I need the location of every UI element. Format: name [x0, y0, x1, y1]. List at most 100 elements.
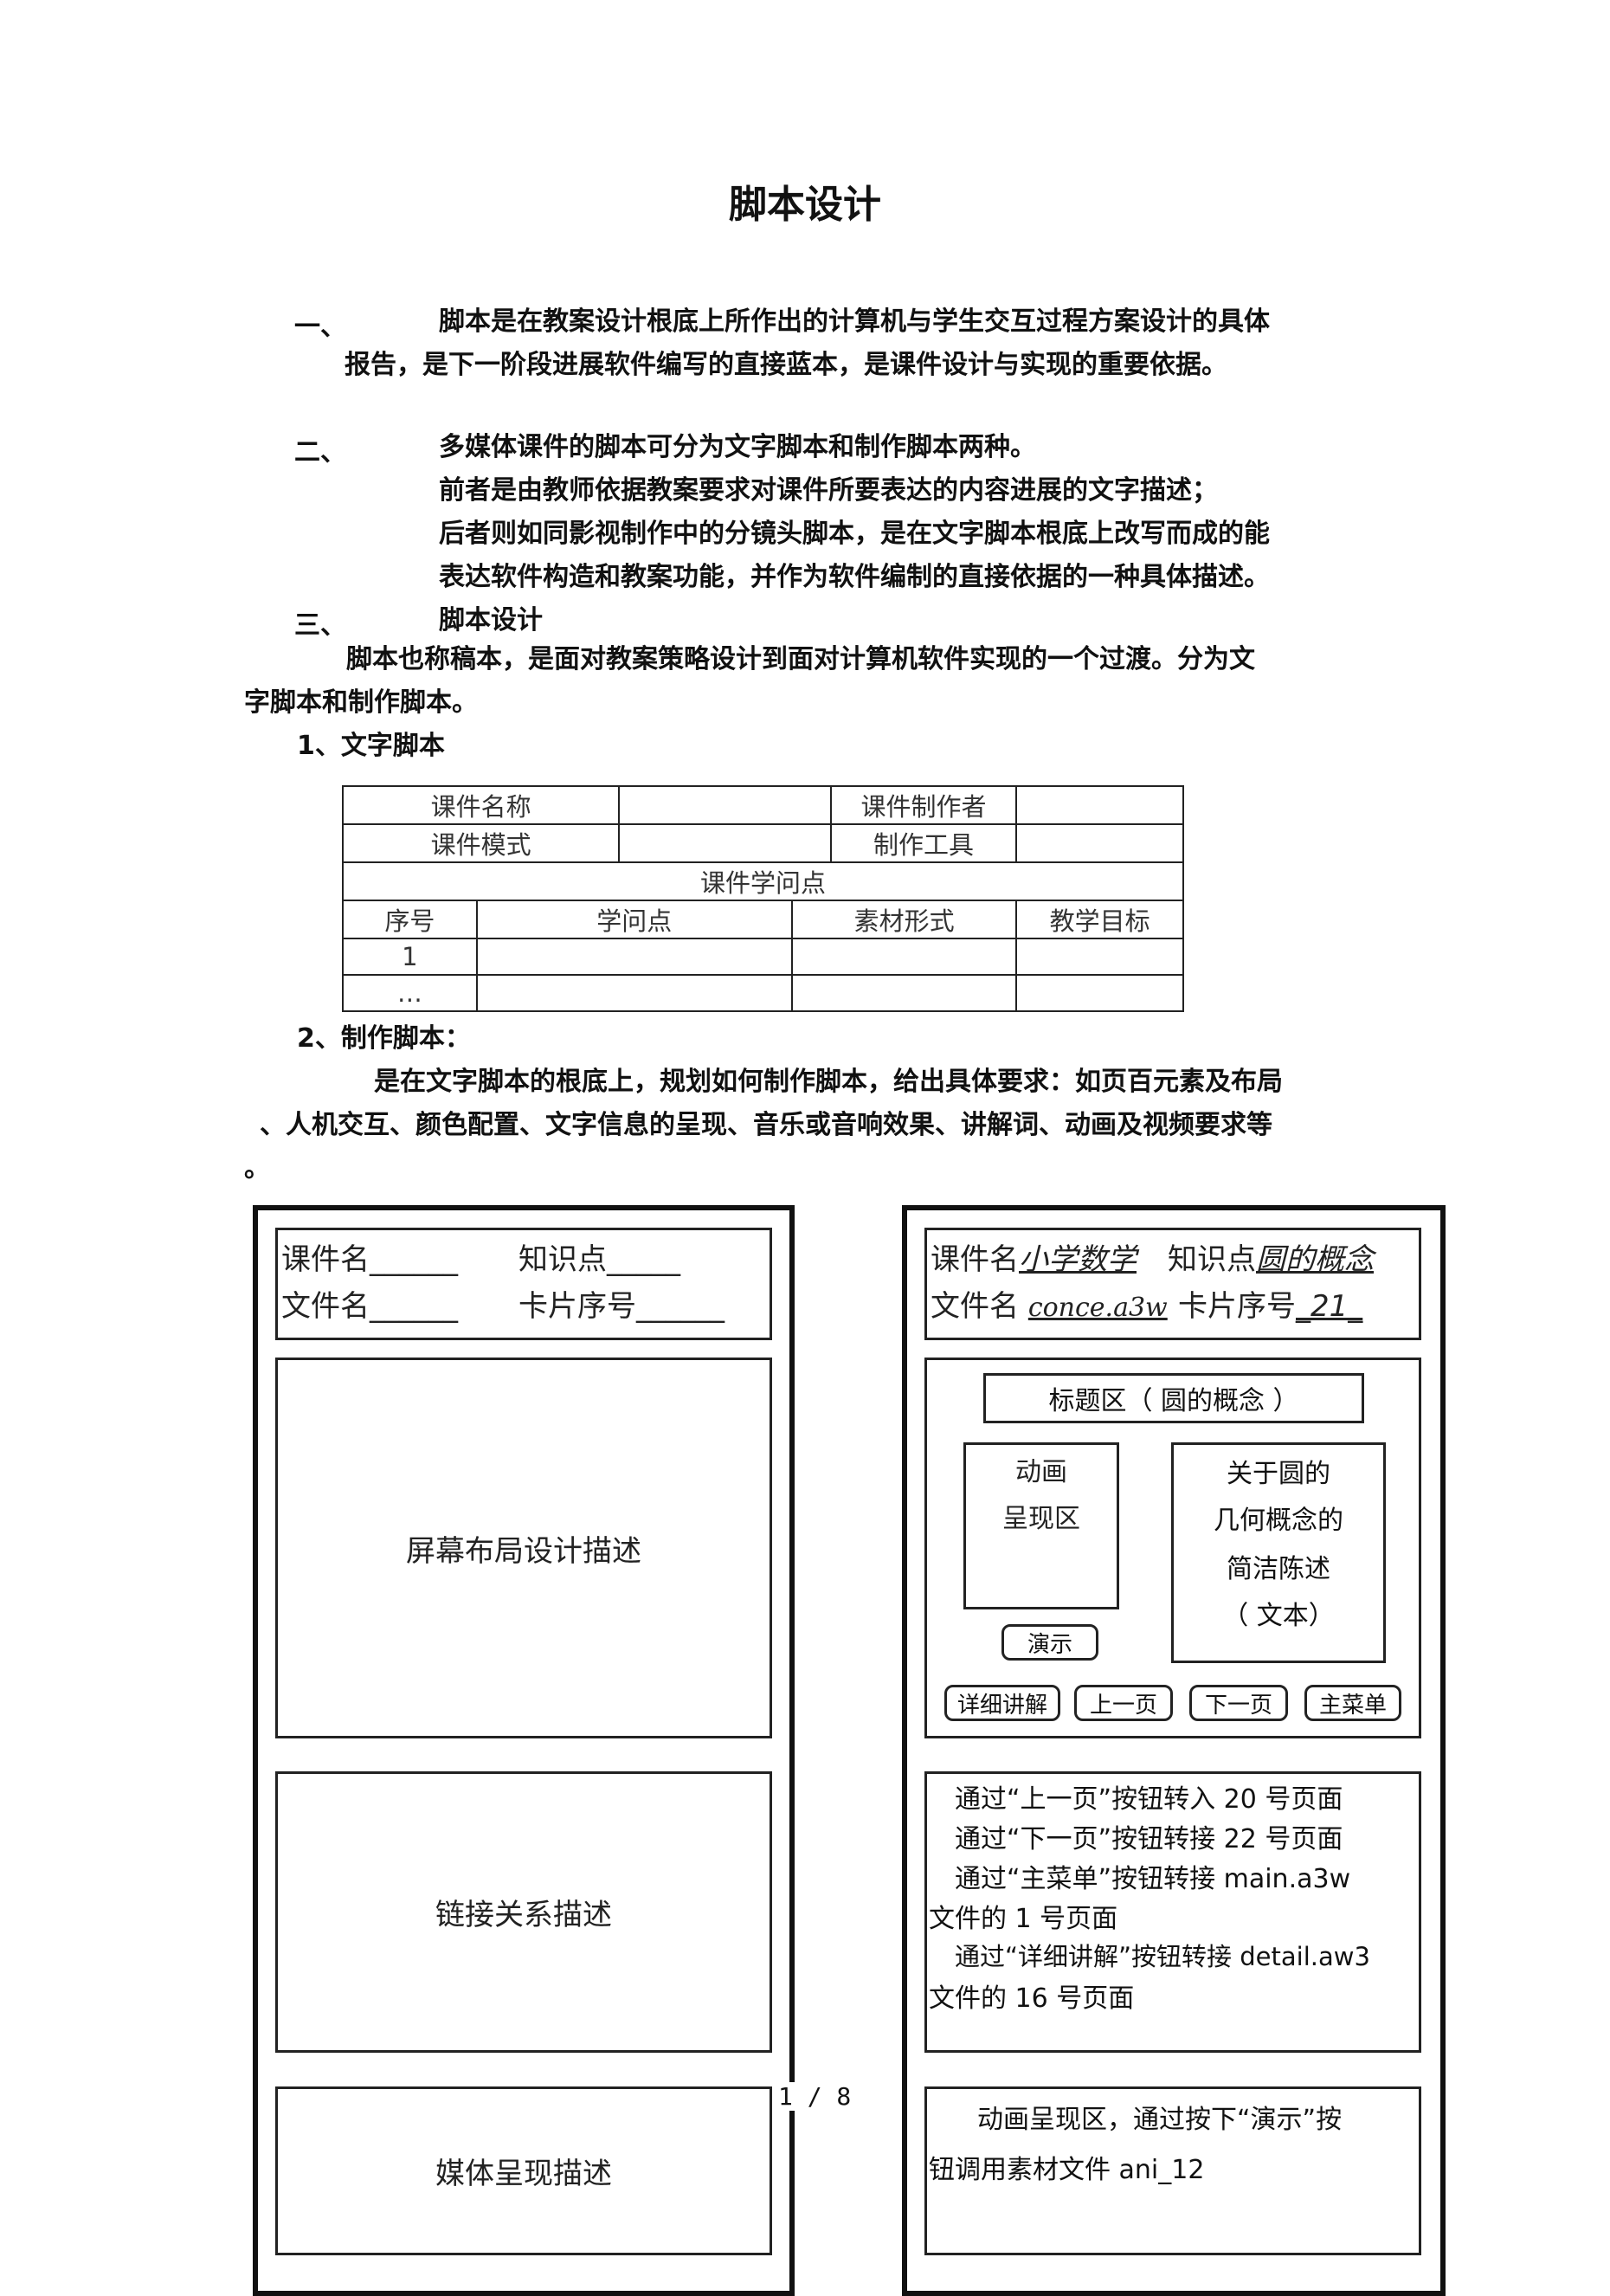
link-line-3: 通过“主菜单”按钮转接 main.a3w [955, 1864, 1351, 1894]
card-number-value: _21_ [1296, 1289, 1363, 1324]
table-cell: 课件模式 [341, 823, 621, 863]
main-menu-button[interactable]: 主菜单 [1304, 1685, 1401, 1721]
page-title: 脚本设计 [0, 173, 1610, 229]
subsection-2-line-3: 。 [244, 1153, 270, 1183]
knowledge-point-value: 圆的概念 [1256, 1242, 1374, 1277]
section-3-title: 脚本设计 [439, 605, 543, 635]
example-script-card: 课件名小学数学 知识点圆的概念 文件名 conce.a3w 卡片序号_21_ 标… [902, 1205, 1446, 2296]
section-3-line-2: 字脚本和制作脚本。 [244, 687, 478, 718]
link-line-2: 通过“下一页”按钮转接 22 号页面 [955, 1824, 1343, 1854]
file-name-label: 文件名______ [281, 1289, 458, 1324]
table-cell [618, 823, 832, 863]
table-cell [475, 974, 793, 1012]
link-description-text: 链接关系描述 [435, 1898, 612, 1932]
previous-page-button-label: 上一页 [1089, 1692, 1157, 1719]
next-page-button-label: 下一页 [1204, 1692, 1272, 1719]
demo-button[interactable]: 演示 [1001, 1624, 1098, 1661]
table-row: 课件学问点 [342, 861, 1184, 901]
link-line-6: 文件的 16 号页面 [929, 1983, 1135, 2014]
table-cell: 课件名称 [341, 785, 621, 825]
table-cell [1015, 938, 1184, 976]
table-cell [1015, 823, 1184, 863]
section-2-number: 二、 [294, 437, 346, 468]
previous-page-button[interactable]: 上一页 [1074, 1685, 1173, 1721]
file-name-value: conce.a3w [1027, 1293, 1168, 1323]
course-name-label: 课件名 [931, 1242, 1019, 1277]
section-2-line-4: 表达软件构造和教案功能，并作为软件编制的直接依据的一种具体描述。 [439, 562, 1270, 592]
title-area-text: 标题区（ 圆的概念 ） [1048, 1386, 1299, 1416]
table-row: 课件名称 课件制作者 [341, 785, 1184, 825]
next-page-button[interactable]: 下一页 [1189, 1685, 1288, 1721]
media-presentation-box: 动画呈现区，通过按下“演示”按 钮调用素材文件 ani_12 [924, 2086, 1421, 2255]
table-cell [1015, 785, 1184, 825]
layout-description-box: 屏幕布局设计描述 [275, 1358, 772, 1738]
text-description-line-1: 关于圆的 [1227, 1459, 1330, 1489]
file-name-field: 文件名 conce.a3w [931, 1282, 1168, 1325]
subsection-2-line-1: 是在文字脚本的根底上，规划如何制作脚本，给出具体要求：如页百元素及布局 [374, 1067, 1283, 1097]
screen-layout-box: 标题区（ 圆的概念 ） 动画 呈现区 演示 关于圆的 几何概念的 简洁陈述 （ … [924, 1358, 1421, 1738]
link-description-box: 链接关系描述 [275, 1771, 772, 2053]
section-2-line-2: 前者是由教师依据教案要求对课件所要表达的内容进展的文字描述； [439, 475, 1218, 506]
table-row: … [342, 974, 1184, 1012]
knowledge-point-label: 知识点_____ [518, 1242, 680, 1277]
subsection-1-heading: 1、文字脚本 [297, 731, 445, 761]
page-number: 1 / 8 [775, 2082, 855, 2111]
link-relations-box: 通过“上一页”按钮转入 20 号页面 通过“下一页”按钮转接 22 号页面 通过… [924, 1771, 1421, 2053]
text-script-table: 课件名称 课件制作者 课件模式 制作工具 课件学问点 序号 学问点 素材形式 教… [341, 785, 1184, 1012]
table-cell [790, 974, 1018, 1012]
card-number-field: 卡片序号_21_ [1178, 1282, 1362, 1325]
subsection-2-line-2: 、人机交互、颜色配置、文字信息的呈现、音乐或音响效果、讲解词、动画及视频要求等 [260, 1110, 1272, 1140]
text-description-line-2: 几何概念的 [1214, 1506, 1343, 1536]
card-header-box: 课件名小学数学 知识点圆的概念 文件名 conce.a3w 卡片序号_21_ [924, 1228, 1421, 1340]
animation-area: 动画 呈现区 [963, 1442, 1119, 1609]
detail-button-label: 详细讲解 [956, 1692, 1047, 1719]
table-row: 1 [342, 938, 1184, 976]
section-3-number: 三、 [294, 610, 346, 641]
section-2-line-1: 多媒体课件的脚本可分为文字脚本和制作脚本两种。 [439, 432, 1036, 462]
table-cell: 课件学问点 [342, 861, 1184, 901]
animation-area-line-2: 呈现区 [1002, 1504, 1080, 1534]
link-line-5: 通过“详细讲解”按钮转接 detail.aw3 [955, 1942, 1370, 1971]
text-description-line-3: 简洁陈述 [1227, 1554, 1330, 1584]
table-cell [475, 938, 793, 976]
link-line-1: 通过“上一页”按钮转入 20 号页面 [955, 1784, 1343, 1815]
course-name-value: 小学数学 [1019, 1242, 1137, 1277]
file-name-label: 文件名 [931, 1289, 1019, 1324]
table-cell: 1 [342, 938, 478, 976]
demo-button-label: 演示 [1027, 1631, 1072, 1658]
page-title-text: 脚本设计 [729, 183, 881, 227]
table-cell: … [342, 974, 478, 1012]
animation-area-line-1: 动画 [1015, 1457, 1067, 1487]
table-header: 学问点 [475, 900, 793, 939]
text-description-line-4: （ 文本） [1222, 1601, 1335, 1631]
media-line-2: 钮调用素材文件 ani_12 [929, 2155, 1205, 2185]
link-line-4: 文件的 1 号页面 [929, 1904, 1118, 1934]
card-number-label: 卡片序号 [1178, 1289, 1296, 1324]
table-row: 课件模式 制作工具 [341, 823, 1184, 863]
section-1-line-2: 报告，是下一阶段进展软件编写的直接蓝本，是课件设计与实现的重要依据。 [345, 350, 1227, 380]
knowledge-point-label: 知识点 [1168, 1242, 1256, 1277]
detail-button[interactable]: 详细讲解 [944, 1685, 1060, 1721]
template-script-card: 课件名______ 知识点_____ 文件名______ 卡片序号______ … [253, 1205, 795, 2296]
table-header-row: 序号 学问点 素材形式 教学目标 [342, 900, 1184, 939]
media-line-1: 动画呈现区，通过按下“演示”按 [977, 2105, 1343, 2135]
table-cell: 制作工具 [829, 823, 1018, 863]
section-3-line-1: 脚本也称稿本，是面对教案策略设计到面对计算机软件实现的一个过渡。分为文 [346, 644, 1255, 674]
table-cell: 课件制作者 [829, 785, 1018, 825]
subsection-2-heading: 2、制作脚本： [297, 1023, 471, 1054]
knowledge-point-field: 知识点圆的概念 [1168, 1235, 1374, 1278]
media-description-text: 媒体呈现描述 [435, 2157, 612, 2191]
course-name-field: 课件名小学数学 [931, 1235, 1137, 1278]
table-cell [790, 938, 1018, 976]
table-cell [618, 785, 832, 825]
table-cell [1015, 974, 1184, 1012]
table-header: 序号 [342, 900, 478, 939]
card-number-label: 卡片序号______ [518, 1289, 724, 1324]
course-name-label: 课件名______ [281, 1242, 458, 1277]
main-menu-button-label: 主菜单 [1318, 1692, 1387, 1719]
media-description-box: 媒体呈现描述 [275, 2086, 772, 2255]
text-description-area: 关于圆的 几何概念的 简洁陈述 （ 文本） [1171, 1442, 1386, 1663]
section-1-line-1: 脚本是在教案设计根底上所作出的计算机与学生交互过程方案设计的具体 [439, 306, 1270, 337]
card-header-box: 课件名______ 知识点_____ 文件名______ 卡片序号______ [275, 1228, 772, 1340]
table-header: 教学目标 [1015, 900, 1184, 939]
